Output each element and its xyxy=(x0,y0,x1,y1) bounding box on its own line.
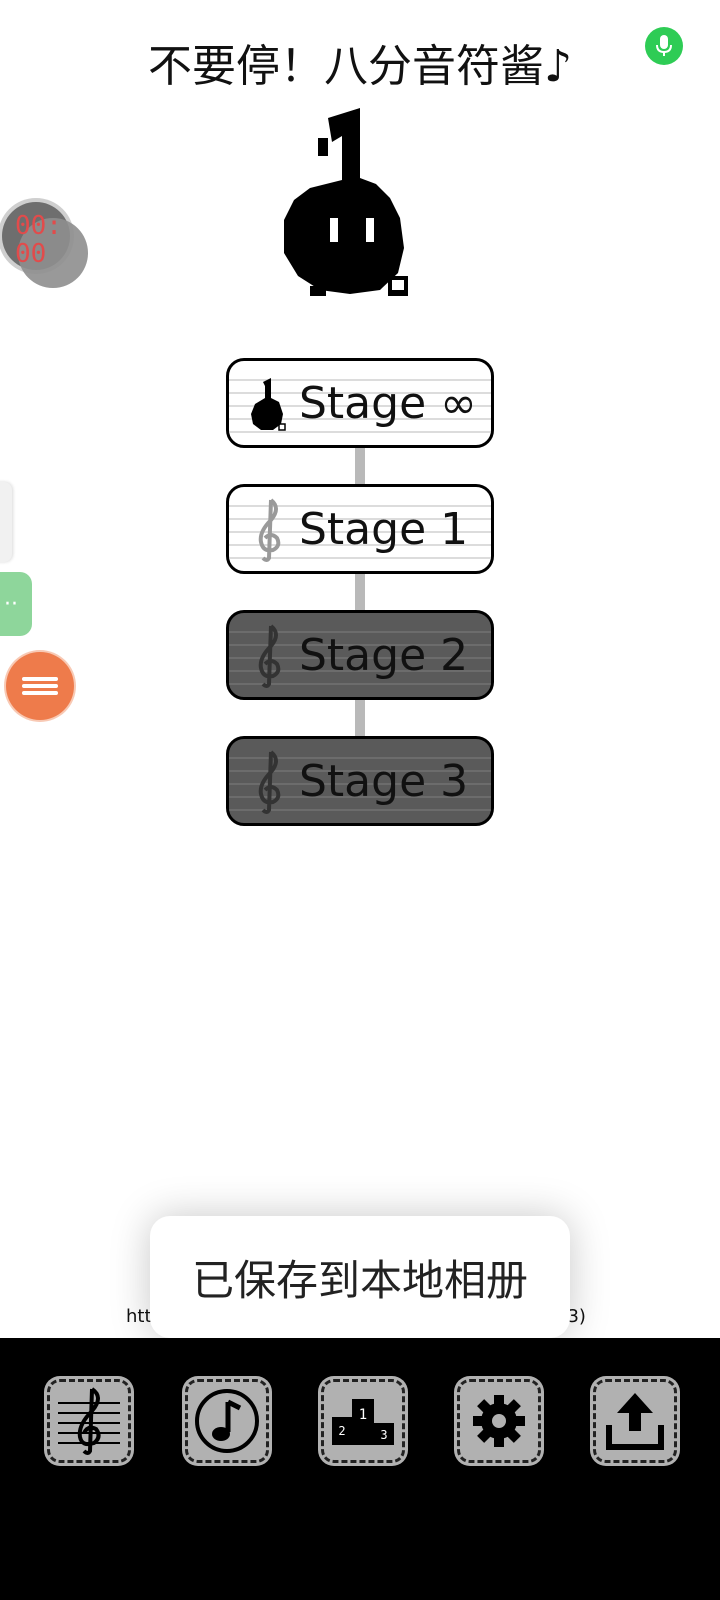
svg-text:2: 2 xyxy=(338,1424,345,1438)
settings-gear-icon xyxy=(473,1395,525,1447)
stage-label: Stage 1 xyxy=(299,503,469,555)
leaderboard-button[interactable]: 1 2 3 xyxy=(318,1376,408,1466)
stage-connector xyxy=(355,572,365,612)
stage-label: Stage ∞ xyxy=(299,377,477,429)
footer-url-left: htt xyxy=(126,1306,152,1327)
eighth-note-mascot xyxy=(284,108,408,296)
svg-text:1: 1 xyxy=(359,1407,367,1423)
stage-3-button[interactable]: Stage 3 xyxy=(226,736,494,826)
stage-label: Stage 3 xyxy=(299,755,469,807)
side-drawer-handle[interactable] xyxy=(0,482,12,562)
stage-infinite-button[interactable]: Stage ∞ xyxy=(226,358,494,448)
hamburger-icon xyxy=(22,674,58,698)
share-button[interactable] xyxy=(590,1376,680,1466)
chat-bubble-button[interactable]: ·· xyxy=(0,572,32,636)
treble-clef-icon xyxy=(258,624,281,688)
music-note-button[interactable] xyxy=(182,1376,272,1466)
microphone-icon xyxy=(656,35,672,56)
page-title: 不要停！八分音符酱♪ xyxy=(147,41,573,92)
settings-button[interactable] xyxy=(454,1376,544,1466)
stage-connector xyxy=(355,446,365,486)
music-note-icon xyxy=(195,1389,259,1453)
stage-2-button[interactable]: Stage 2 xyxy=(226,610,494,700)
treble-clef-icon xyxy=(258,750,281,814)
microphone-button[interactable] xyxy=(645,27,683,65)
sheet-music-icon xyxy=(58,1387,120,1455)
menu-button[interactable] xyxy=(6,652,74,720)
sheet-music-button[interactable] xyxy=(44,1376,134,1466)
treble-clef-icon xyxy=(258,498,281,562)
timer-text: 00: 00 xyxy=(15,211,62,269)
eighth-note-mascot-icon xyxy=(251,378,286,431)
leaderboard-icon: 1 2 3 xyxy=(332,1399,394,1445)
bottom-nav: 1 2 3 xyxy=(0,1338,720,1600)
stage-connector xyxy=(355,698,365,738)
share-upload-icon xyxy=(606,1393,664,1450)
timer-shadow xyxy=(18,218,88,288)
svg-text:3: 3 xyxy=(380,1428,387,1442)
stage-label: Stage 2 xyxy=(299,629,469,681)
stage-1-button[interactable]: Stage 1 xyxy=(226,484,494,574)
more-dots-icon: ·· xyxy=(4,591,18,617)
toast-message: 已保存到本地相册 xyxy=(150,1216,570,1338)
